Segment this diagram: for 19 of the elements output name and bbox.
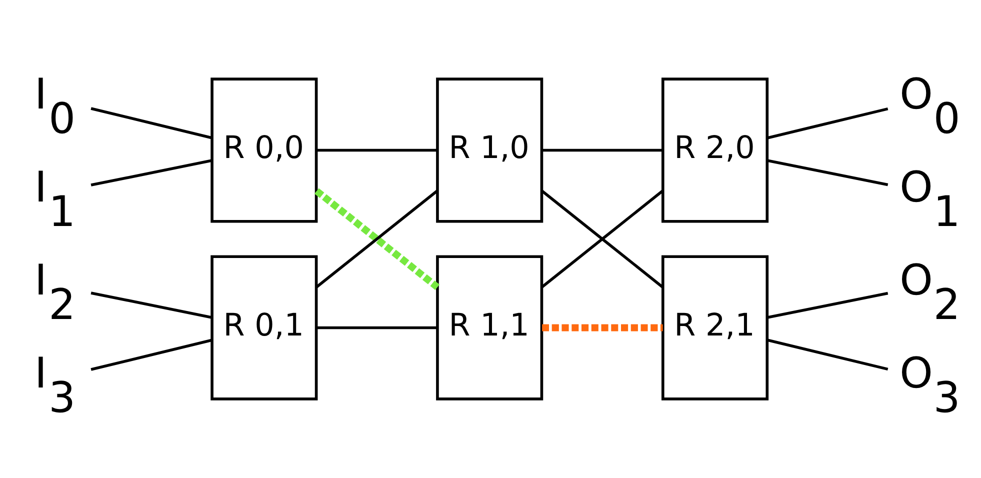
- connector: [766, 107, 888, 140]
- connector: [766, 338, 888, 371]
- connector: [540, 190, 664, 288]
- node-box: R 1,0: [436, 78, 543, 223]
- connector: [766, 292, 888, 319]
- node-box: R 0,0: [210, 78, 318, 223]
- connector: [316, 326, 437, 330]
- node-box: R 2,1: [660, 255, 768, 400]
- connector: [542, 324, 662, 332]
- connector: [90, 159, 212, 186]
- connector: [766, 159, 888, 186]
- connector: [90, 338, 212, 371]
- node-box: R 2,0: [660, 78, 768, 223]
- connector: [542, 148, 662, 152]
- connector: [90, 107, 212, 140]
- connector: [90, 292, 212, 319]
- node-box: R 0,1: [210, 255, 318, 400]
- node-box: R 1,1: [436, 255, 543, 400]
- connector: [316, 148, 437, 152]
